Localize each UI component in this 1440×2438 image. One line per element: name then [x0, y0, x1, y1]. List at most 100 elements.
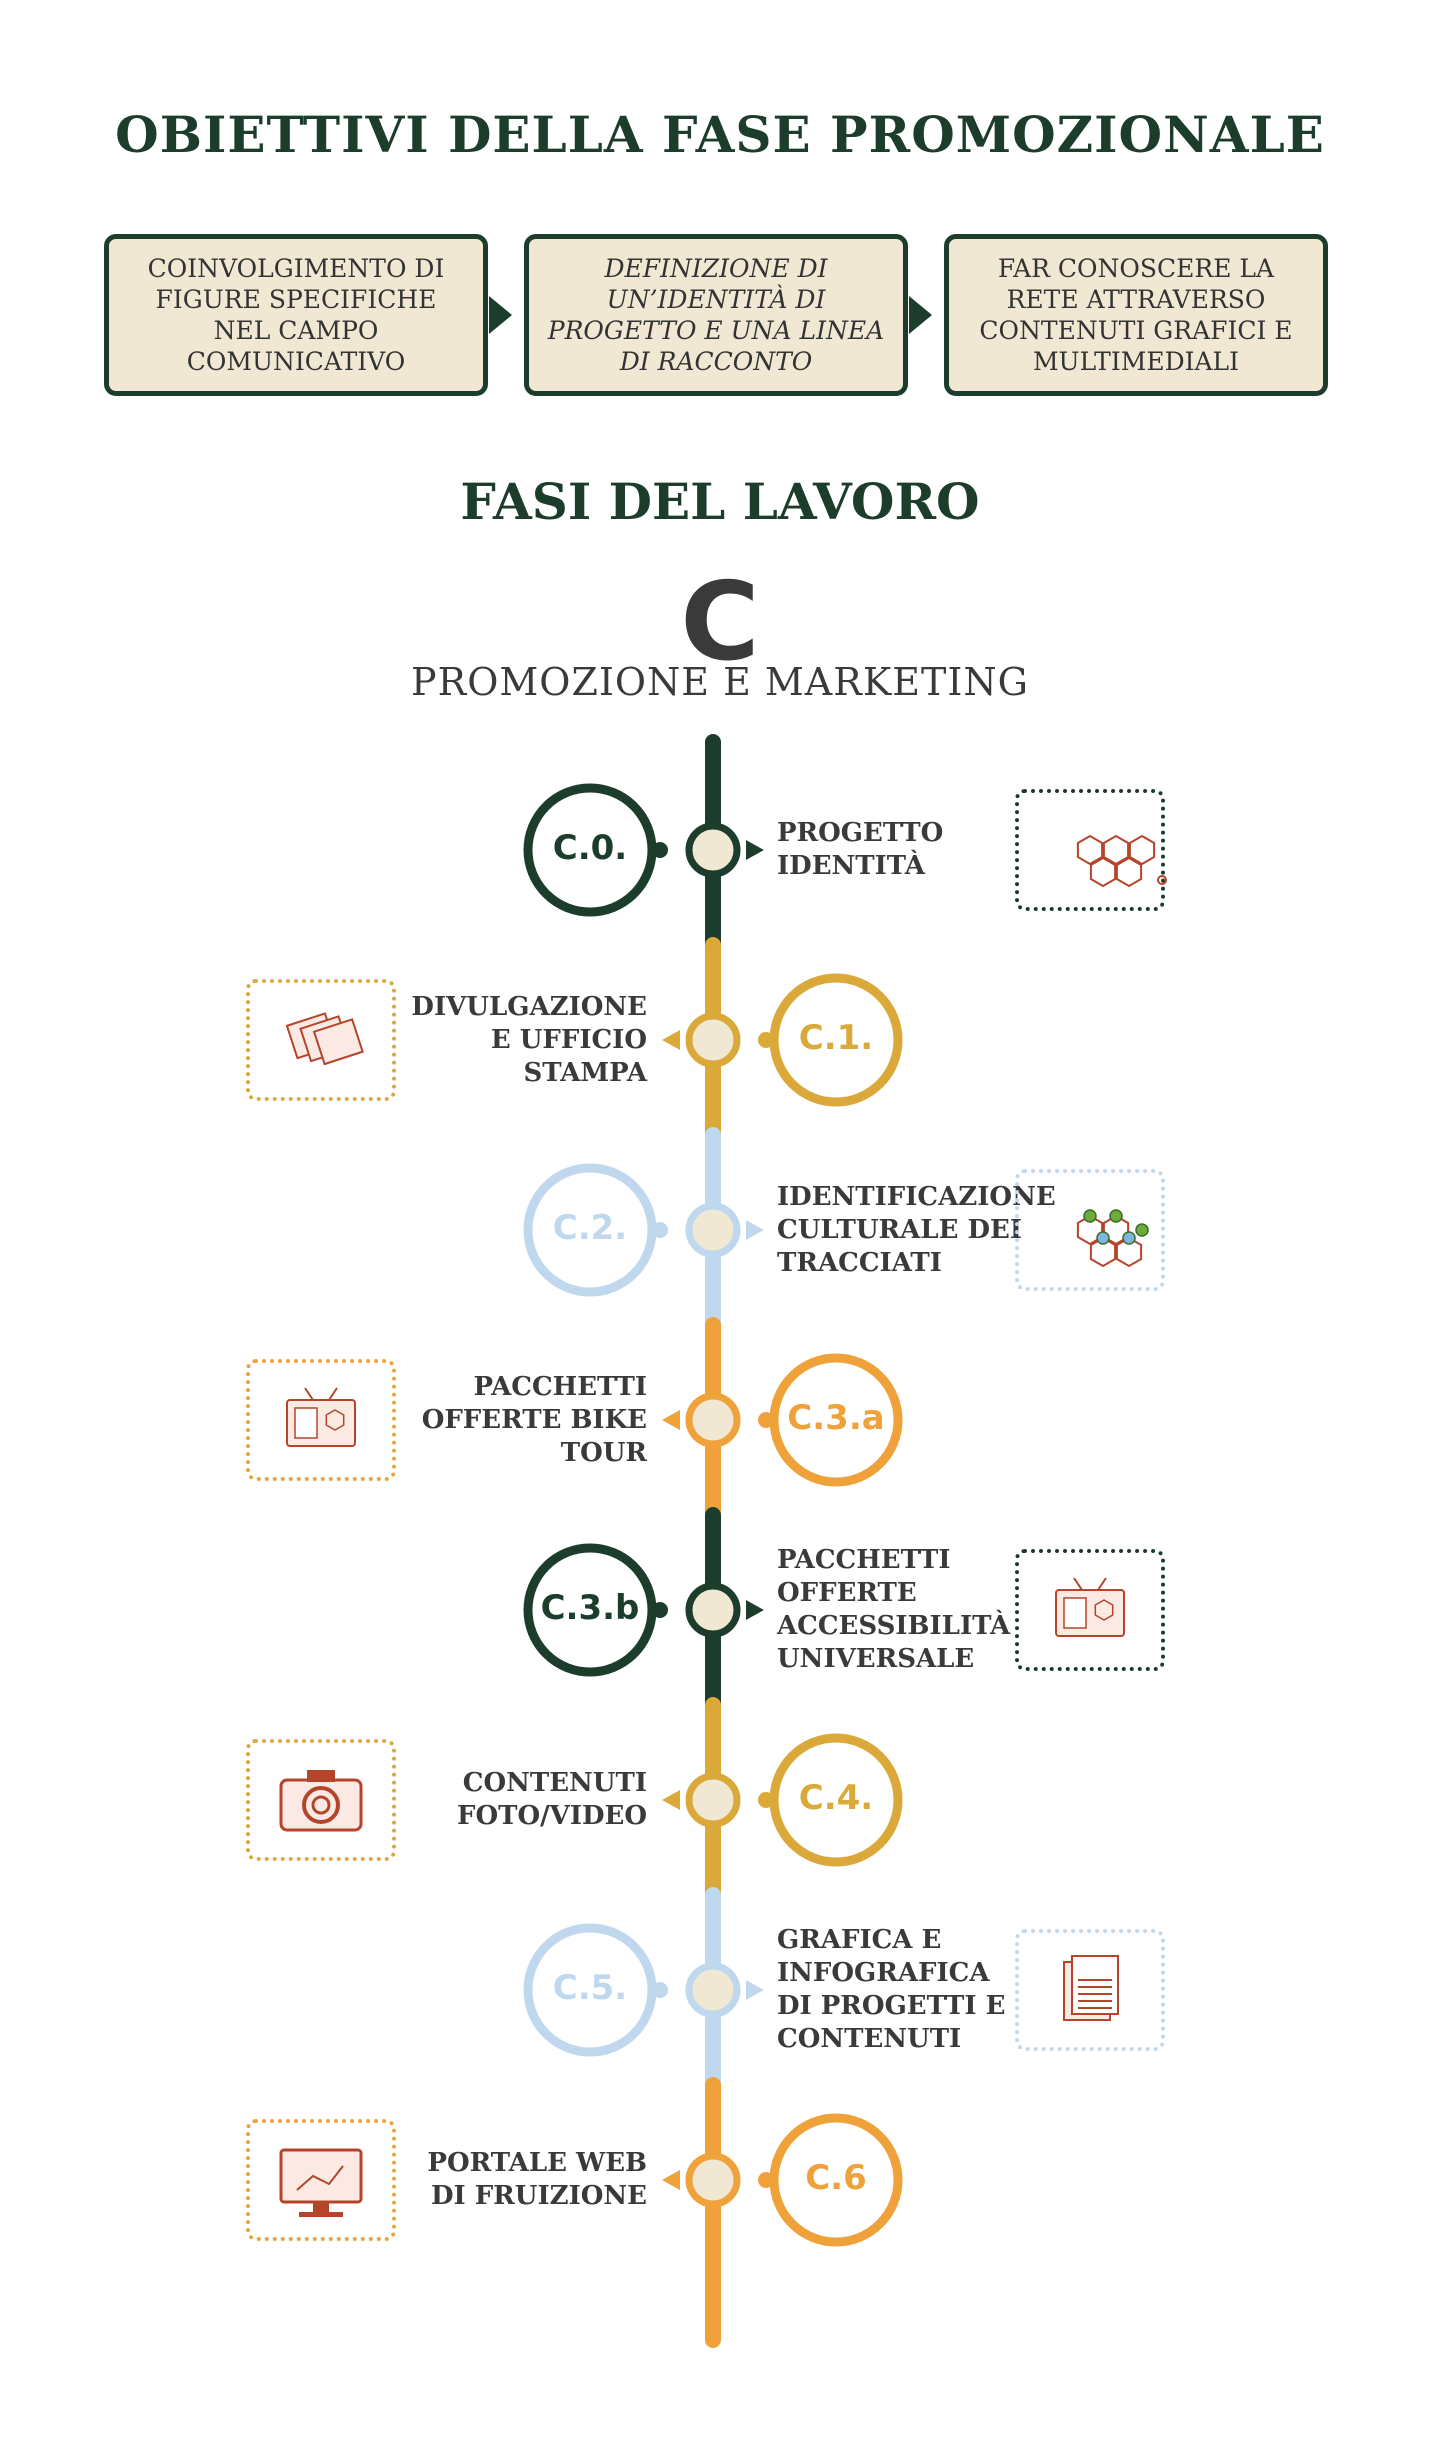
step-code: C.3.b [540, 1588, 640, 1628]
hex-shape [1076, 1214, 1104, 1246]
board-leg [304, 1387, 314, 1401]
camera-lens-inner [311, 1795, 331, 1815]
phases-title: FASI DEL LAVORO [460, 472, 980, 531]
documents-icon [1063, 1955, 1119, 2021]
arrow-right-icon [489, 296, 512, 334]
step-label-line: IDENTIFICAZIONE [777, 1181, 1056, 1212]
hex-shape [1128, 834, 1156, 866]
timeline-node [685, 1392, 741, 1448]
check-dot [1109, 1209, 1123, 1223]
step-circle [769, 973, 903, 1107]
timeline-node [685, 822, 741, 878]
hex-shape [1089, 1236, 1117, 1268]
step-label-line: CONTENUTI [777, 2024, 962, 2054]
board-leg [328, 1387, 338, 1401]
step-label-line: IDENTITÀ [777, 851, 925, 881]
hex-shape [1102, 834, 1130, 866]
step-label-line: PACCHETTI [777, 1545, 951, 1575]
timeline-node [685, 1202, 741, 1258]
hex-shape [1094, 1599, 1114, 1621]
hex-shape [1076, 834, 1104, 866]
icon-box [1015, 789, 1165, 911]
timeline-node [685, 2152, 741, 2208]
monitor-neck [313, 2202, 329, 2212]
camera-top [307, 1770, 335, 1782]
step-circle [523, 1543, 657, 1677]
board-leg [1097, 1577, 1107, 1591]
step-label-line: PROGETTO [777, 818, 944, 848]
step-label-line: GRAFICA E [777, 1925, 942, 1955]
hex-shape [1089, 856, 1117, 888]
step-circle [769, 1353, 903, 1487]
icon-box [246, 2119, 396, 2241]
objective-arrows [489, 296, 932, 334]
board-sheet [294, 1407, 318, 1439]
network-icon [1076, 834, 1167, 888]
step-label-line: FOTO/VIDEO [457, 1801, 647, 1831]
step-label-line: PACCHETTI [473, 1371, 647, 1402]
step-code: C.5. [552, 1968, 628, 2008]
step-label-line: TOUR [560, 1437, 647, 1468]
icon-box [1015, 1929, 1165, 2051]
step-label-line: OFFERTE BIKE [421, 1404, 647, 1435]
arrow-left-icon [662, 1410, 680, 1430]
phase-letter: C [680, 560, 760, 685]
camera-lens [302, 1786, 340, 1824]
step-code: C.1. [798, 1018, 874, 1058]
objective-box-1: COINVOLGIMENTO DI FIGURE SPECIFICHE NEL … [104, 234, 488, 396]
step-code: C.4. [798, 1778, 874, 1818]
step-circle [523, 1923, 657, 2057]
icon-box [246, 1359, 396, 1481]
phase-name: PROMOZIONE E MARKETING [411, 660, 1029, 704]
icon-box [246, 1739, 396, 1861]
newspaper-icon [285, 1012, 364, 1066]
monitor-icon [279, 2148, 363, 2217]
page-title: OBIETTIVI DELLA FASE PROMOZIONALE [115, 105, 1325, 164]
step-label-line: PORTALE WEB [427, 2148, 647, 2178]
step-label-line: DIVULGAZIONE [411, 991, 647, 1022]
step-label-line: TRACCIATI [777, 1247, 942, 1278]
step-label-line: INFOGRAFICA [777, 1958, 990, 1988]
clipboard-network-icon [1055, 1577, 1125, 1637]
board-leg [1073, 1577, 1083, 1591]
doc-front [1071, 1955, 1119, 2015]
step-label-line: CULTURALE DEI [777, 1214, 1023, 1245]
board-sheet [1063, 1597, 1087, 1629]
arrow-right-icon [746, 1600, 764, 1620]
step-code: C.3.a [787, 1398, 885, 1438]
step-label-line: E UFFICIO [490, 1024, 647, 1055]
hex-shape [325, 1409, 345, 1431]
step-label-line: DI FRUIZIONE [430, 2181, 647, 2211]
camera-icon [279, 1770, 363, 1832]
check-dot [1096, 1231, 1110, 1245]
timeline-node [685, 1772, 741, 1828]
step-label-line: OFFERTE [777, 1578, 917, 1608]
icon-box [246, 979, 396, 1101]
step-code: C.0. [552, 828, 628, 868]
objective-box-2: DEFINIZIONE DI UN’IDENTITÀ DI PROGETTO E… [524, 234, 908, 396]
network-check-icon [1076, 1209, 1149, 1268]
hex-shape [1115, 1236, 1143, 1268]
arrow-left-icon [662, 2170, 680, 2190]
timeline-node [685, 1012, 741, 1068]
arrow-right-icon [746, 1220, 764, 1240]
monitor-base [299, 2212, 343, 2217]
icon-box [1015, 1549, 1165, 1671]
clipboard-network-icon [286, 1387, 356, 1447]
step-circle [523, 1163, 657, 1297]
arrow-right-icon [746, 1980, 764, 2000]
arrow-right-icon [909, 296, 932, 334]
step-label-line: STAMPA [523, 1057, 648, 1088]
step-code: C.6 [805, 2158, 867, 2198]
timeline-node [685, 1582, 741, 1638]
step-circle [769, 2113, 903, 2247]
